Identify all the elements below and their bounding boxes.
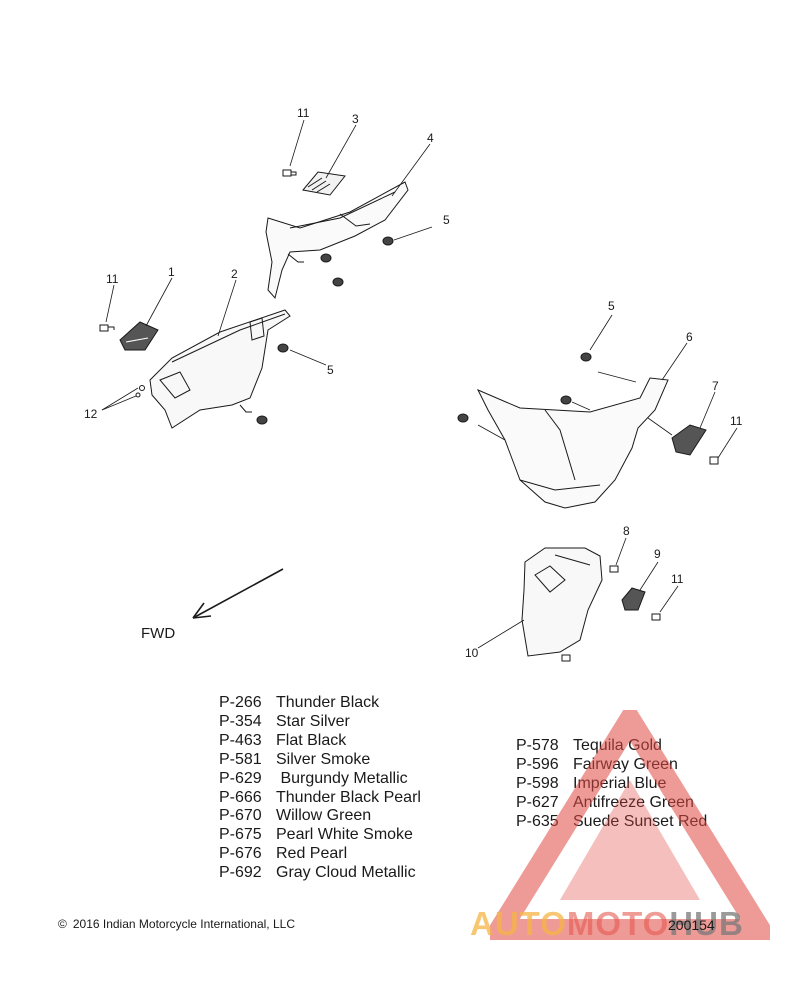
paint-code: P-676 bbox=[219, 845, 262, 863]
paint-code-row: P-675 Pearl White Smoke bbox=[219, 826, 421, 845]
screw-part-11-top bbox=[282, 169, 297, 177]
paint-code-row: P-463 Flat Black bbox=[219, 732, 421, 751]
watermark-part-1: AUTO bbox=[470, 905, 567, 942]
grommet-part-5 bbox=[256, 415, 268, 425]
paint-code: P-692 bbox=[219, 864, 262, 882]
grommet-part-5 bbox=[382, 236, 394, 246]
grommet-part-5 bbox=[332, 277, 344, 287]
paint-color-name: Star Silver bbox=[276, 712, 350, 730]
forward-arrow bbox=[192, 568, 284, 619]
paint-code: P-354 bbox=[219, 712, 262, 730]
copyright-notice: © 2016 Indian Motorcycle International, L… bbox=[58, 917, 295, 931]
upper-cover-part-4 bbox=[265, 181, 409, 300]
callout-9: 9 bbox=[654, 547, 661, 561]
paint-code-row: P-692 Gray Cloud Metallic bbox=[219, 864, 421, 883]
callout-2: 2 bbox=[231, 267, 238, 281]
paint-code: P-598 bbox=[516, 774, 559, 792]
watermark-part-2: MOTO bbox=[566, 905, 670, 942]
paint-color-name: Thunder Black bbox=[276, 694, 380, 711]
paint-code-row: P-266 Thunder Black bbox=[219, 694, 421, 713]
lower-cover-part-10 bbox=[521, 547, 603, 657]
callout-1: 1 bbox=[168, 265, 175, 279]
side-cover-part-6 bbox=[476, 377, 669, 509]
paint-color-name: Gray Cloud Metallic bbox=[276, 864, 416, 882]
paint-code-row: P-670 Willow Green bbox=[219, 807, 421, 826]
paint-code: P-675 bbox=[219, 826, 262, 844]
screw-part-11-right bbox=[709, 456, 719, 465]
callout-4: 4 bbox=[427, 131, 434, 145]
watermark-logo-text: AUTOMOTOHUB bbox=[470, 905, 800, 945]
grommet-part-5 bbox=[560, 395, 572, 405]
paint-color-name: Thunder Black Pearl bbox=[276, 788, 421, 806]
paint-code: P-596 bbox=[516, 755, 559, 773]
callout-11: 11 bbox=[297, 106, 310, 120]
grommet-part-5 bbox=[277, 343, 289, 353]
copyright-text: 2016 Indian Motorcycle International, LL… bbox=[72, 917, 295, 931]
grommet-part-5 bbox=[320, 253, 332, 263]
paint-code: P-463 bbox=[219, 731, 262, 749]
screw-part-11-left bbox=[99, 324, 115, 332]
callout-10: 10 bbox=[465, 646, 479, 660]
paint-color-name: Willow Green bbox=[276, 807, 372, 825]
paint-color-name: Burgundy Metallic bbox=[276, 769, 408, 787]
screw-part-10-bottom bbox=[561, 654, 571, 662]
paint-code: P-629 bbox=[219, 769, 262, 787]
callout-5: 5 bbox=[608, 299, 615, 313]
grommet-part-5 bbox=[580, 352, 592, 362]
callout-11: 11 bbox=[106, 272, 119, 286]
forward-label: FWD bbox=[141, 625, 175, 642]
paint-code: P-670 bbox=[219, 807, 262, 825]
leader-lines bbox=[101, 119, 738, 649]
copyright-symbol: © bbox=[58, 917, 67, 931]
callout-8: 8 bbox=[623, 524, 630, 538]
paint-code-row: P-666 Thunder Black Pearl bbox=[219, 789, 421, 808]
callout-12: 12 bbox=[84, 407, 98, 421]
callout-6: 6 bbox=[686, 330, 693, 344]
grille-part-1 bbox=[119, 321, 159, 351]
fastener-part-12 bbox=[139, 385, 145, 391]
paint-code: P-627 bbox=[516, 793, 559, 811]
callout-5: 5 bbox=[443, 213, 450, 227]
paint-code-row: P-629 Burgundy Metallic bbox=[219, 770, 421, 789]
grille-part-7 bbox=[671, 424, 707, 456]
paint-code-row: P-581 Silver Smoke bbox=[219, 751, 421, 770]
paint-code: P-578 bbox=[516, 737, 559, 754]
callout-3: 3 bbox=[352, 112, 359, 126]
callout-11: 11 bbox=[730, 414, 743, 428]
callout-5: 5 bbox=[327, 363, 334, 377]
paint-code-row: P-354 Star Silver bbox=[219, 713, 421, 732]
grommet-part-5 bbox=[457, 413, 469, 423]
figure-number: 200154 bbox=[668, 917, 715, 933]
paint-code-row: P-676 Red Pearl bbox=[219, 845, 421, 864]
paint-color-name: Flat Black bbox=[276, 731, 347, 749]
grille-part-3 bbox=[302, 171, 346, 196]
screw-part-8 bbox=[609, 565, 619, 573]
paint-code: P-266 bbox=[219, 694, 262, 711]
watermark-part-3: HUB bbox=[669, 905, 744, 942]
callout-7: 7 bbox=[712, 379, 719, 393]
watermark-triangle-logo bbox=[490, 710, 770, 940]
paint-color-name: Red Pearl bbox=[276, 845, 348, 863]
paint-color-name: Pearl White Smoke bbox=[276, 826, 413, 844]
grille-part-9 bbox=[621, 587, 646, 611]
fastener-part-12 bbox=[135, 392, 141, 398]
paint-code: P-666 bbox=[219, 788, 262, 806]
screw-part-11-lower bbox=[651, 613, 661, 621]
lower-left-cover-part-2 bbox=[149, 309, 291, 429]
callout-11: 11 bbox=[671, 572, 684, 586]
paint-code: P-635 bbox=[516, 812, 559, 830]
paint-color-name: Silver Smoke bbox=[276, 750, 371, 768]
paint-code: P-581 bbox=[219, 750, 262, 768]
